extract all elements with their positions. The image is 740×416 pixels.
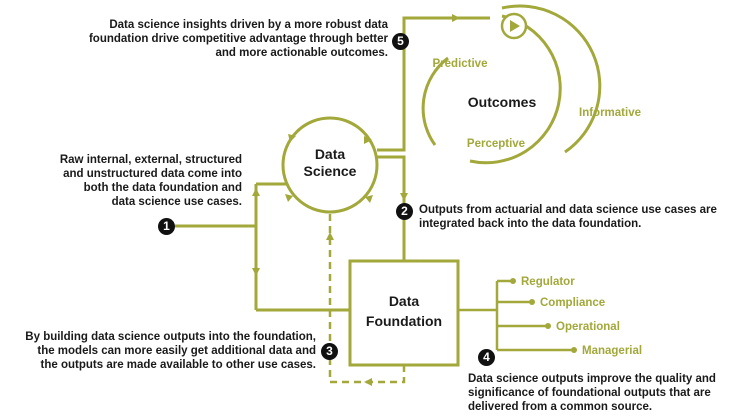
step-4-line: Data science outputs improve the quality… <box>468 373 716 385</box>
arrow-up-icon <box>326 232 334 240</box>
outcomes-arc-perceptive <box>469 14 562 165</box>
step-4-badge: 4 <box>478 349 495 366</box>
data-science-label: Data <box>315 146 346 162</box>
science-to-outcomes-connector <box>377 16 490 152</box>
step-1-line: Raw internal, external, structured <box>59 154 242 166</box>
step-5-line: and more actionable outcomes. <box>215 47 388 59</box>
bullet-dot <box>529 299 535 305</box>
step-5-line: Data science insights driven by a more r… <box>109 19 388 31</box>
cycle-arrow-icon <box>285 194 293 202</box>
data-science-circle <box>281 116 379 214</box>
perceptive-label: Perceptive <box>467 138 525 150</box>
data-foundation-label: Data <box>389 293 420 309</box>
step-3-line: the models can more easily get additiona… <box>37 345 316 357</box>
output-operational: Operational <box>556 321 620 333</box>
step-4-line: significance of foundational outputs tha… <box>468 387 711 399</box>
arrow-left-icon <box>364 378 372 386</box>
bullet-dot <box>510 278 516 284</box>
arrow-right-icon <box>452 14 460 22</box>
arrow-up-icon <box>252 188 260 196</box>
bullet-dot <box>545 323 551 329</box>
step-2-badge: 2 <box>396 203 413 220</box>
input-connectors <box>175 182 350 312</box>
cycle-arrow-icon <box>364 136 372 144</box>
output-managerial: Managerial <box>582 345 642 357</box>
step-4-line: delivered from a common source. <box>468 401 653 413</box>
step-4-description: Data science outputs improve the quality… <box>468 372 738 414</box>
outputs-fan <box>458 279 574 352</box>
step-5-badge: 5 <box>392 33 409 50</box>
outcomes-arc-predictive <box>421 56 449 146</box>
step-1-line: and unstructured data come into <box>63 168 242 180</box>
arrow-down-icon <box>252 268 260 276</box>
data-science-label: Science <box>304 163 357 179</box>
step-3-line: By building data science outputs into th… <box>25 331 316 343</box>
outcomes-node: Outcomes Predictive Informative Percepti… <box>421 4 641 165</box>
step-5-line: foundation drive competitive advantage t… <box>88 33 388 45</box>
step-5-description: Data science insights driven by a more r… <box>40 18 388 60</box>
data-foundation-label: Foundation <box>366 313 442 329</box>
step-1-description: Raw internal, external, structured and u… <box>20 153 242 209</box>
step-1-line: data science use cases. <box>111 196 242 208</box>
step-2-description: Outputs from actuarial and data science … <box>419 203 739 231</box>
data-science-node: Data Science <box>281 116 379 214</box>
outcomes-arc-informative <box>501 4 602 154</box>
step-3-line: the outputs are made available to other … <box>40 359 316 371</box>
step-2-line: Outputs from actuarial and data science … <box>419 204 717 216</box>
arrow-down-icon <box>400 193 408 201</box>
cycle-arrow-icon <box>365 195 373 203</box>
step-3-badge: 3 <box>321 343 338 360</box>
step-1-line: both the data foundation and <box>83 182 242 194</box>
informative-label: Informative <box>579 107 641 119</box>
science-to-foundation-connector <box>377 155 406 261</box>
output-compliance: Compliance <box>540 297 605 309</box>
bullet-dot <box>571 347 577 353</box>
step-3-description: By building data science outputs into th… <box>4 330 316 372</box>
cycle-arrow-icon <box>288 134 296 142</box>
output-regulator: Regulator <box>521 276 575 288</box>
outcomes-label: Outcomes <box>468 94 537 110</box>
predictive-label: Predictive <box>433 58 488 70</box>
play-icon <box>510 20 520 32</box>
step-1-badge: 1 <box>158 218 175 235</box>
data-foundation-node: Data Foundation <box>348 259 460 367</box>
step-2-line: integrated back into the data foundation… <box>419 218 642 230</box>
